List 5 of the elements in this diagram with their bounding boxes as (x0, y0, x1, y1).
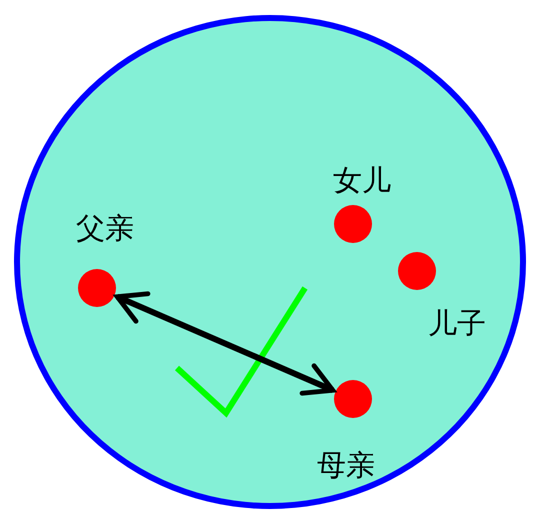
person-label: 女儿 (333, 163, 391, 197)
person-label: 儿子 (428, 306, 486, 340)
person-label: 母亲 (317, 448, 375, 482)
arrow (114, 291, 336, 396)
person-label: 父亲 (76, 211, 134, 245)
